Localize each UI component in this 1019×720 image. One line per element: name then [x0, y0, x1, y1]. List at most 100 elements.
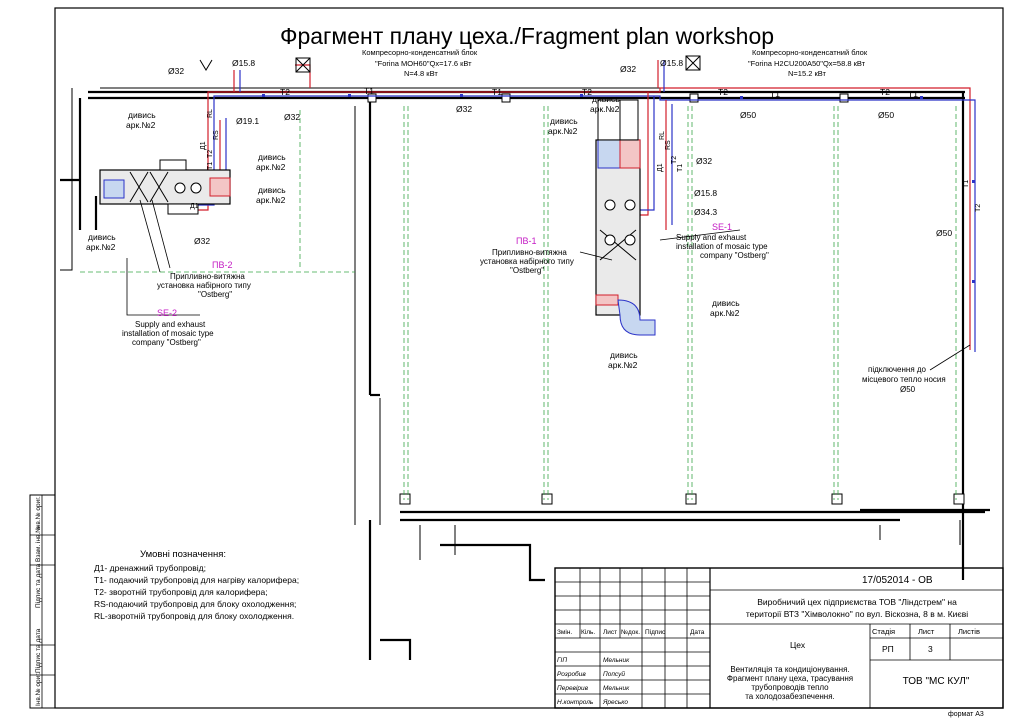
ac-left-model: "Forina MOH60"Qx=17.6 кВт [375, 59, 472, 68]
ref-sheet-8: арк.№2 [608, 360, 638, 370]
ref-see-5: дивись [592, 94, 620, 104]
pv2-code: ПВ-2 [212, 260, 232, 270]
ventilation-unit-pv2 [99, 159, 231, 215]
pipe-d32-label-4: Ø32 [620, 64, 636, 74]
tb-role-1: ГІП [557, 657, 567, 664]
ac-right-model: "Forina H2CU200A50"Qx=58.8 кВт [748, 59, 866, 68]
ref-sheet-3: арк.№2 [256, 195, 286, 205]
tb-role-3: Перевірив [557, 684, 589, 692]
pipe-d50-label-3: Ø50 [936, 228, 952, 238]
side-stamp-3: Взам. інв.№ [34, 526, 42, 562]
ref-see-3: дивись [258, 185, 286, 195]
pipe-d32-label-5: Ø32 [696, 156, 712, 166]
tb-h-kil: Кіль. [581, 628, 595, 636]
ac-unit-right-symbol [685, 55, 701, 71]
legend-item-t1: T1- подаючий трубопровід для нагріву кал… [94, 575, 299, 585]
ref-sheet-7: арк.№2 [710, 308, 740, 318]
pipe-d1-label: Д1 [190, 203, 199, 210]
tb-name-1: Мельник [603, 657, 630, 664]
tb-role-4: Н.контроль [557, 699, 594, 706]
pipe-d50-label-2: Ø50 [878, 110, 894, 120]
ref-see-8: дивись [610, 350, 638, 360]
pipe-t2-label-4: T2 [880, 87, 890, 97]
pv1-line3: "Ostberg" [510, 266, 544, 275]
ventilation-unit-pv1 [595, 99, 656, 336]
pipe-d34_3-label: Ø34.3 [694, 207, 717, 217]
building-columns [367, 93, 965, 505]
tb-project-1: Виробничий цех підприємства ТОВ "Ліндстр… [757, 597, 957, 607]
pv1-line2: установка набірного типу [480, 257, 574, 266]
pipe-t2-label-3: T2 [718, 87, 728, 97]
pv2-line3: "Ostberg" [198, 290, 232, 299]
pipe-d15_8-label-3: Ø15.8 [694, 188, 717, 198]
pipe-t1-label-4: T1 [908, 89, 918, 99]
legend-item-rl: RL-зворотній трубопровід для блоку охоло… [94, 611, 294, 621]
pipe-rl-label: RL [207, 109, 214, 118]
ref-sheet-4: арк.№2 [86, 242, 116, 252]
ref-see-4: дивись [88, 232, 116, 242]
pv1-code: ПВ-1 [516, 236, 536, 246]
tb-h-ndok: №док. [621, 629, 640, 636]
ref-see-1: дивись [128, 110, 156, 120]
pipe-d32-label-6: Ø32 [194, 236, 210, 246]
tb-desc-1: Вентиляція та кондиціонування. [730, 665, 849, 674]
tb-name-2: Попсуй [603, 670, 625, 678]
connection-line3: Ø50 [900, 385, 916, 394]
side-stamp: Інв.№ ориг. Підпис та дата Взам. інв.№ П… [29, 494, 56, 709]
tb-stage-header: Стадія [872, 627, 895, 636]
grid-lines [80, 106, 957, 500]
pipe-d32-label-2: Ø32 [284, 112, 300, 122]
se2-line2: installation of mosaic type [122, 329, 214, 338]
pipe-t2-label-2: T2 [582, 87, 592, 97]
pipe-d32-label: Ø32 [168, 66, 184, 76]
tb-name-4: Яресько [602, 699, 628, 706]
tb-desc-4: та холодозабезпечення. [745, 692, 835, 701]
tb-stage: РП [882, 644, 894, 654]
ref-see-6: дивись [550, 116, 578, 126]
se2-code: SE-2 [157, 308, 177, 318]
pipe-t1-label-2: T1 [492, 87, 502, 97]
pipe-t1-label-6: T1 [677, 164, 684, 172]
side-stamp-1: Інв.№ ориг. [35, 496, 42, 530]
ac-left-power: N=4.8 кВт [404, 69, 438, 78]
se2-line3: company "Ostberg" [132, 338, 201, 347]
pipe-t1-label: T1 [364, 86, 374, 96]
title-block [554, 567, 1004, 709]
pipe-markers [262, 94, 975, 283]
pipe-t1-label-3: T1 [770, 89, 780, 99]
tb-h-data: Дата [690, 629, 705, 636]
tb-desc-2: Фрагмент плану цеха, трасування [727, 674, 853, 683]
side-stamp-4: Підпис та дата [34, 628, 42, 673]
ref-sheet-1: арк.№2 [126, 120, 156, 130]
tb-sheet: 3 [928, 644, 933, 654]
pv2-line1: Припливно-витяжна [170, 272, 245, 281]
tb-h-lyst: Лист [603, 629, 617, 636]
pipe-t2-label: T2 [280, 87, 290, 97]
sheet-frame [54, 7, 1004, 709]
pipe-network [170, 60, 976, 352]
pipe-rs-label-2: RS [665, 140, 672, 150]
pipe-d19_1-label: Ø19.1 [236, 116, 259, 126]
pipe-t2-label-5: T2 [207, 150, 214, 158]
se2-line1: Supply and exhaust [135, 320, 206, 329]
pipe-rs-label: RS [213, 130, 220, 140]
ref-sheet-6: арк.№2 [548, 126, 578, 136]
ac-left-label: Компресорно-конденсатний блок [362, 48, 478, 57]
tb-code: 17/052014 - ОВ [862, 575, 933, 586]
tb-sheet-name: Цех [790, 640, 806, 650]
tb-project-2: території ВТЗ "Хімволокно" по вул. Віско… [746, 609, 968, 619]
ac-unit-left-symbol [199, 57, 311, 73]
pipe-rl-label-2: RL [659, 131, 666, 140]
ac-right-power: N=15.2 кВт [788, 69, 827, 78]
side-stamp-2: Підпис та дата [34, 563, 42, 608]
connection-line2: місцевого тепло носия [862, 375, 946, 384]
pipe-t2-label-6: T2 [671, 156, 678, 164]
pipe-d15_8-label: Ø15.8 [232, 58, 255, 68]
ref-sheet-5: арк.№2 [590, 104, 620, 114]
tb-role-2: Розробив [557, 670, 586, 678]
ac-right-label: Компресорно-конденсатний блок [752, 48, 868, 57]
connection-line1: підключення до [868, 365, 927, 374]
se1-line1: Supply and exhaust [676, 233, 747, 242]
